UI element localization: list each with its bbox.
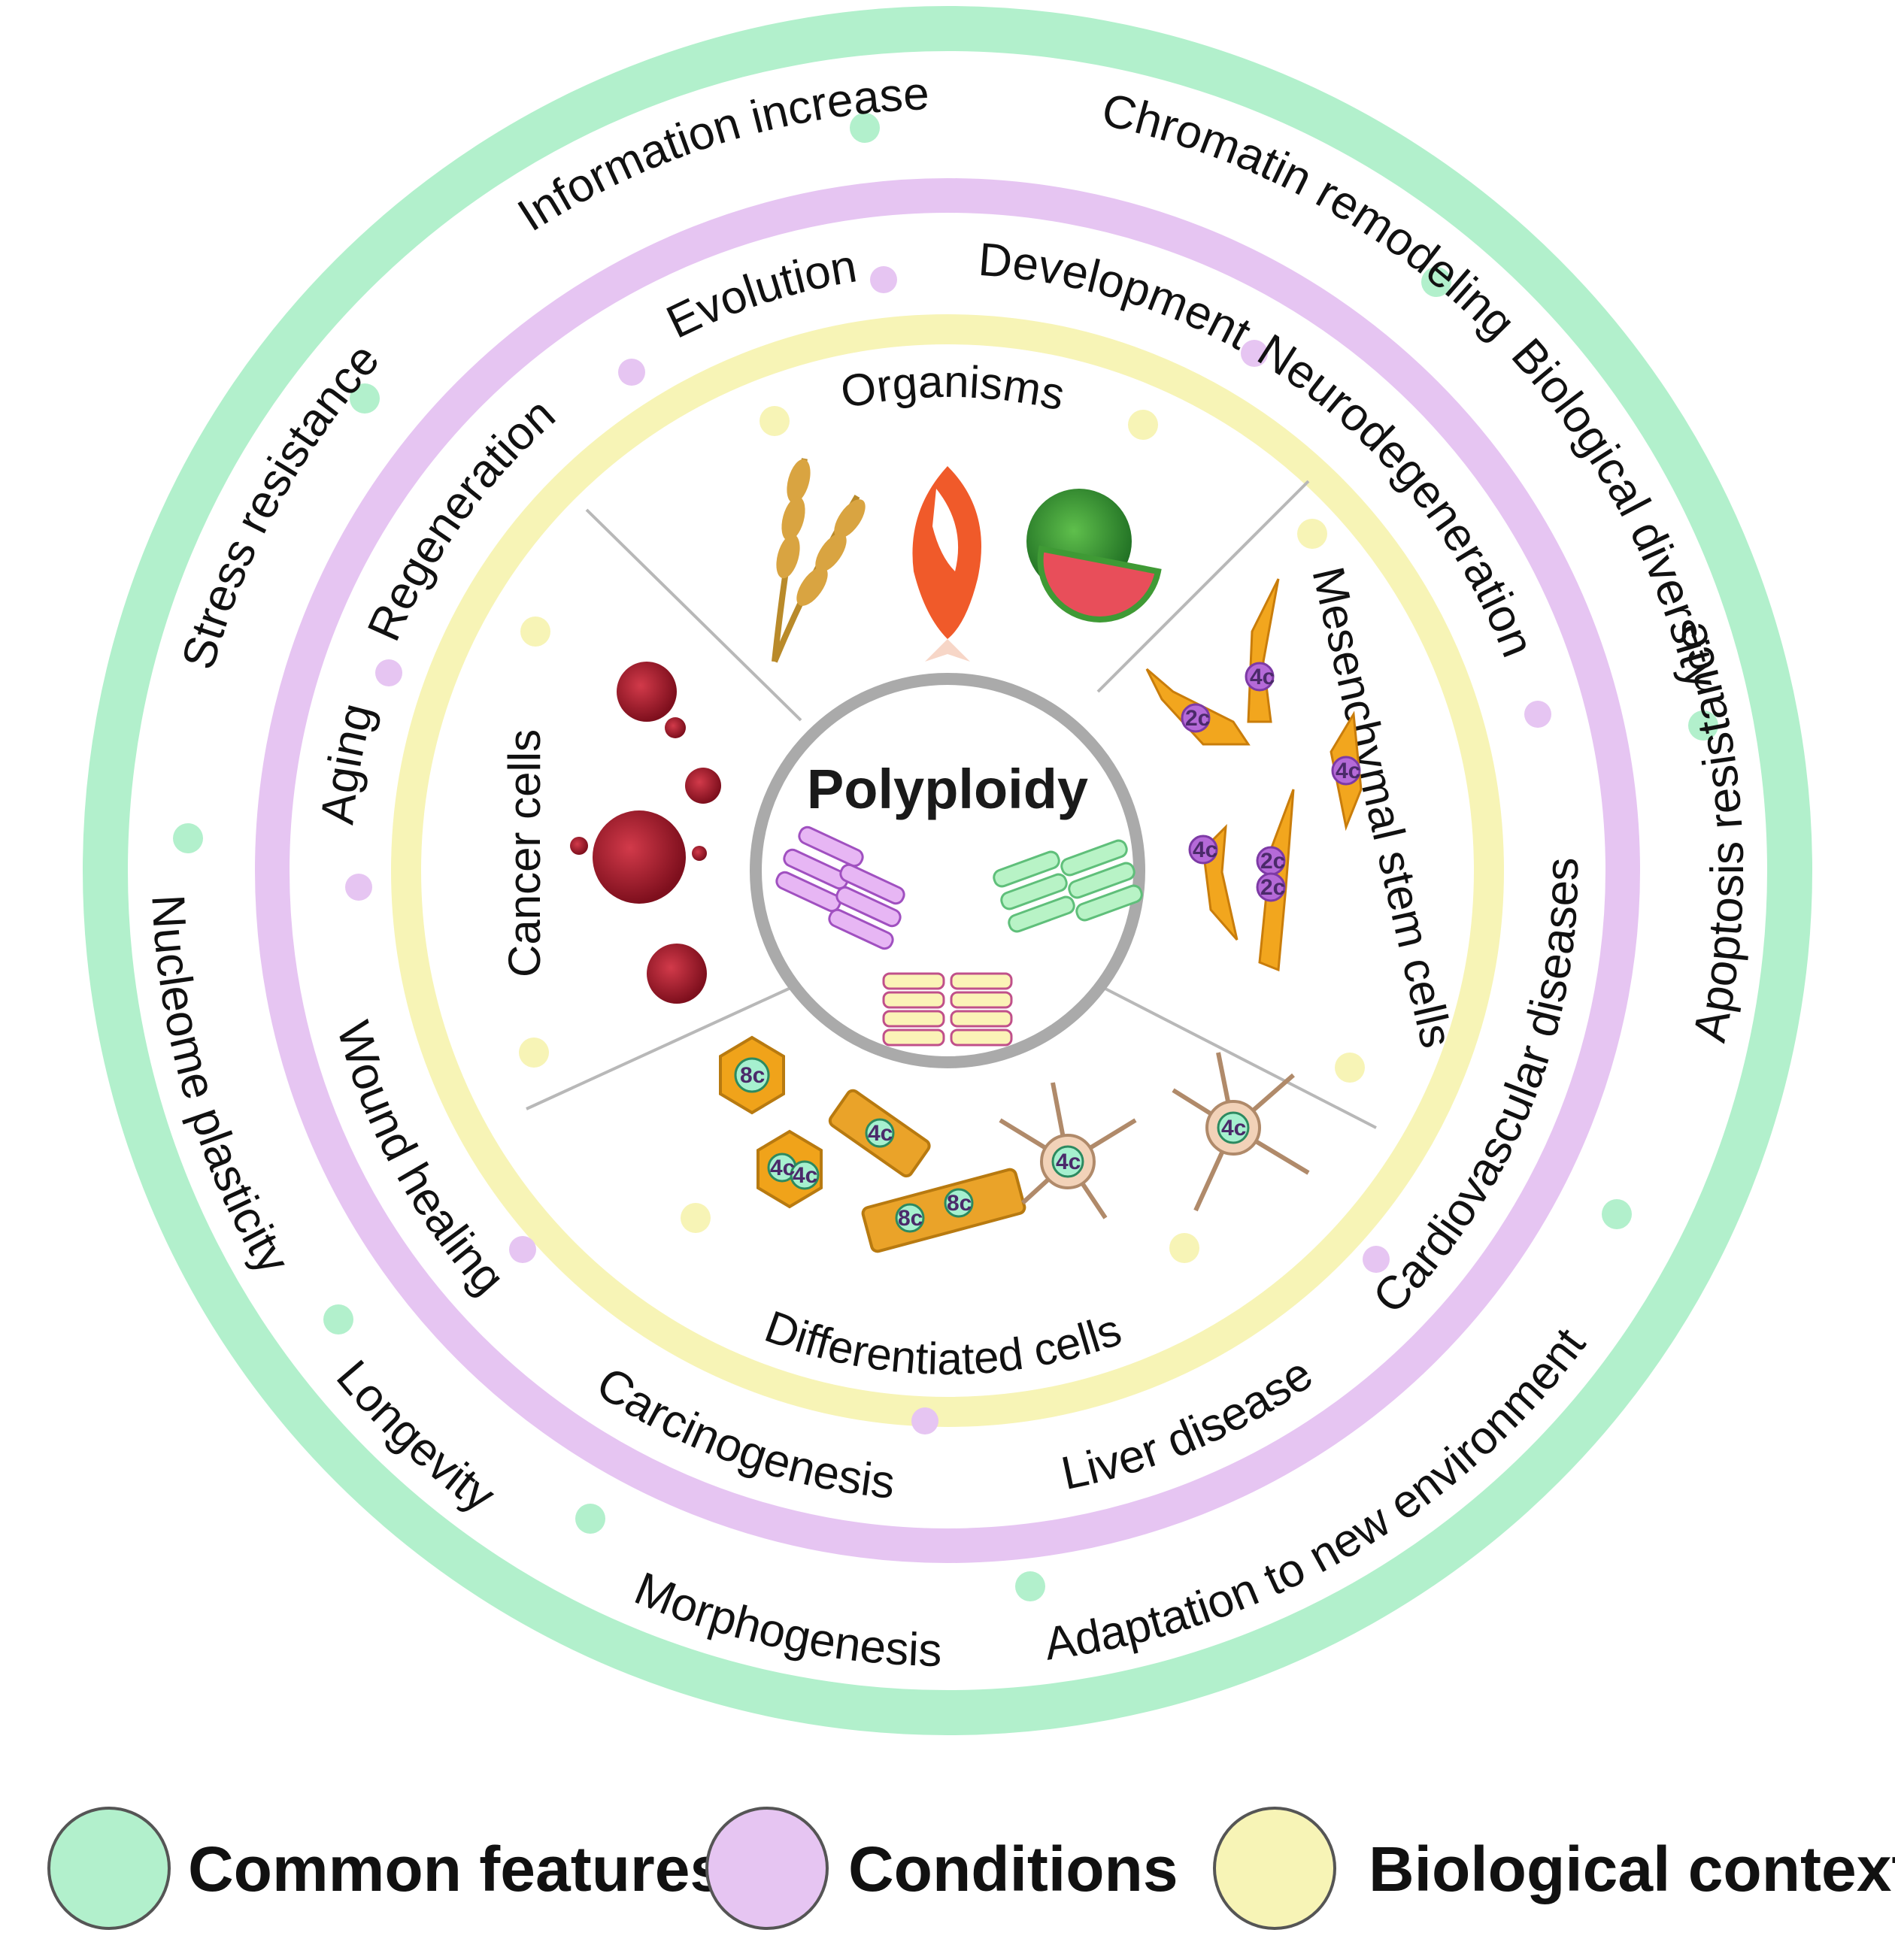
- svg-text:8c: 8c: [740, 1063, 765, 1088]
- svg-text:4c: 4c: [1221, 1116, 1246, 1141]
- svg-text:4c: 4c: [770, 1156, 795, 1180]
- svg-text:2c: 2c: [1260, 875, 1285, 900]
- chromosome-green-icon: [993, 839, 1143, 933]
- context-cancer: Cancer cells: [499, 729, 550, 977]
- condition-aging: Aging: [311, 698, 384, 827]
- conditions-ring: [255, 178, 1640, 1563]
- context-differentiated: Differentiated cells: [759, 1301, 1127, 1384]
- center-title: Polyploidy: [807, 758, 1088, 820]
- cancer-cells-icon: [570, 662, 721, 1004]
- center-circle: [750, 673, 1145, 1068]
- svg-text:8c: 8c: [947, 1191, 972, 1216]
- legend-conditions: Conditions: [705, 1807, 1178, 1930]
- quadrant-dividers: [526, 480, 1377, 1129]
- conditions-dots: [345, 266, 1551, 1434]
- legend-common-features: Common features: [47, 1807, 725, 1930]
- differentiated-cells-icon: 8c 4c 4c 4c 8c 8c 4c 4c: [719, 1035, 1310, 1253]
- koi-fish-icon: [912, 466, 981, 662]
- svg-text:4c: 4c: [1193, 838, 1217, 862]
- msc-icon: 2c 4c 4c 4c 2c 2c: [1145, 578, 1363, 972]
- biological-contexts-ring: [391, 314, 1504, 1427]
- context-organisms: Organisms: [837, 356, 1069, 420]
- svg-text:4c: 4c: [868, 1121, 893, 1146]
- wheat-icon: [772, 458, 866, 663]
- svg-text:2c: 2c: [1260, 849, 1285, 874]
- svg-text:4c: 4c: [1336, 759, 1360, 783]
- svg-text:Conditions: Conditions: [848, 1834, 1178, 1904]
- chromosome-purple-icon: [775, 826, 905, 950]
- watermelon-icon: [1026, 489, 1162, 623]
- common-features-dots: [173, 113, 1718, 1601]
- svg-text:Biological contexts: Biological contexts: [1369, 1834, 1895, 1904]
- svg-text:2c: 2c: [1185, 706, 1210, 731]
- chromosome-yellow-icon: [882, 972, 1013, 1047]
- legend-biological-contexts: Biological contexts: [1213, 1807, 1895, 1930]
- svg-text:4c: 4c: [1056, 1150, 1081, 1174]
- svg-text:8c: 8c: [898, 1206, 923, 1231]
- svg-text:Common features: Common features: [188, 1834, 725, 1904]
- contexts-dots: [519, 406, 1365, 1263]
- common-features-ring: [83, 6, 1812, 1735]
- svg-text:4c: 4c: [793, 1163, 817, 1188]
- svg-text:4c: 4c: [1250, 665, 1275, 689]
- legend: Common features Conditions Biological co…: [47, 1807, 1895, 1930]
